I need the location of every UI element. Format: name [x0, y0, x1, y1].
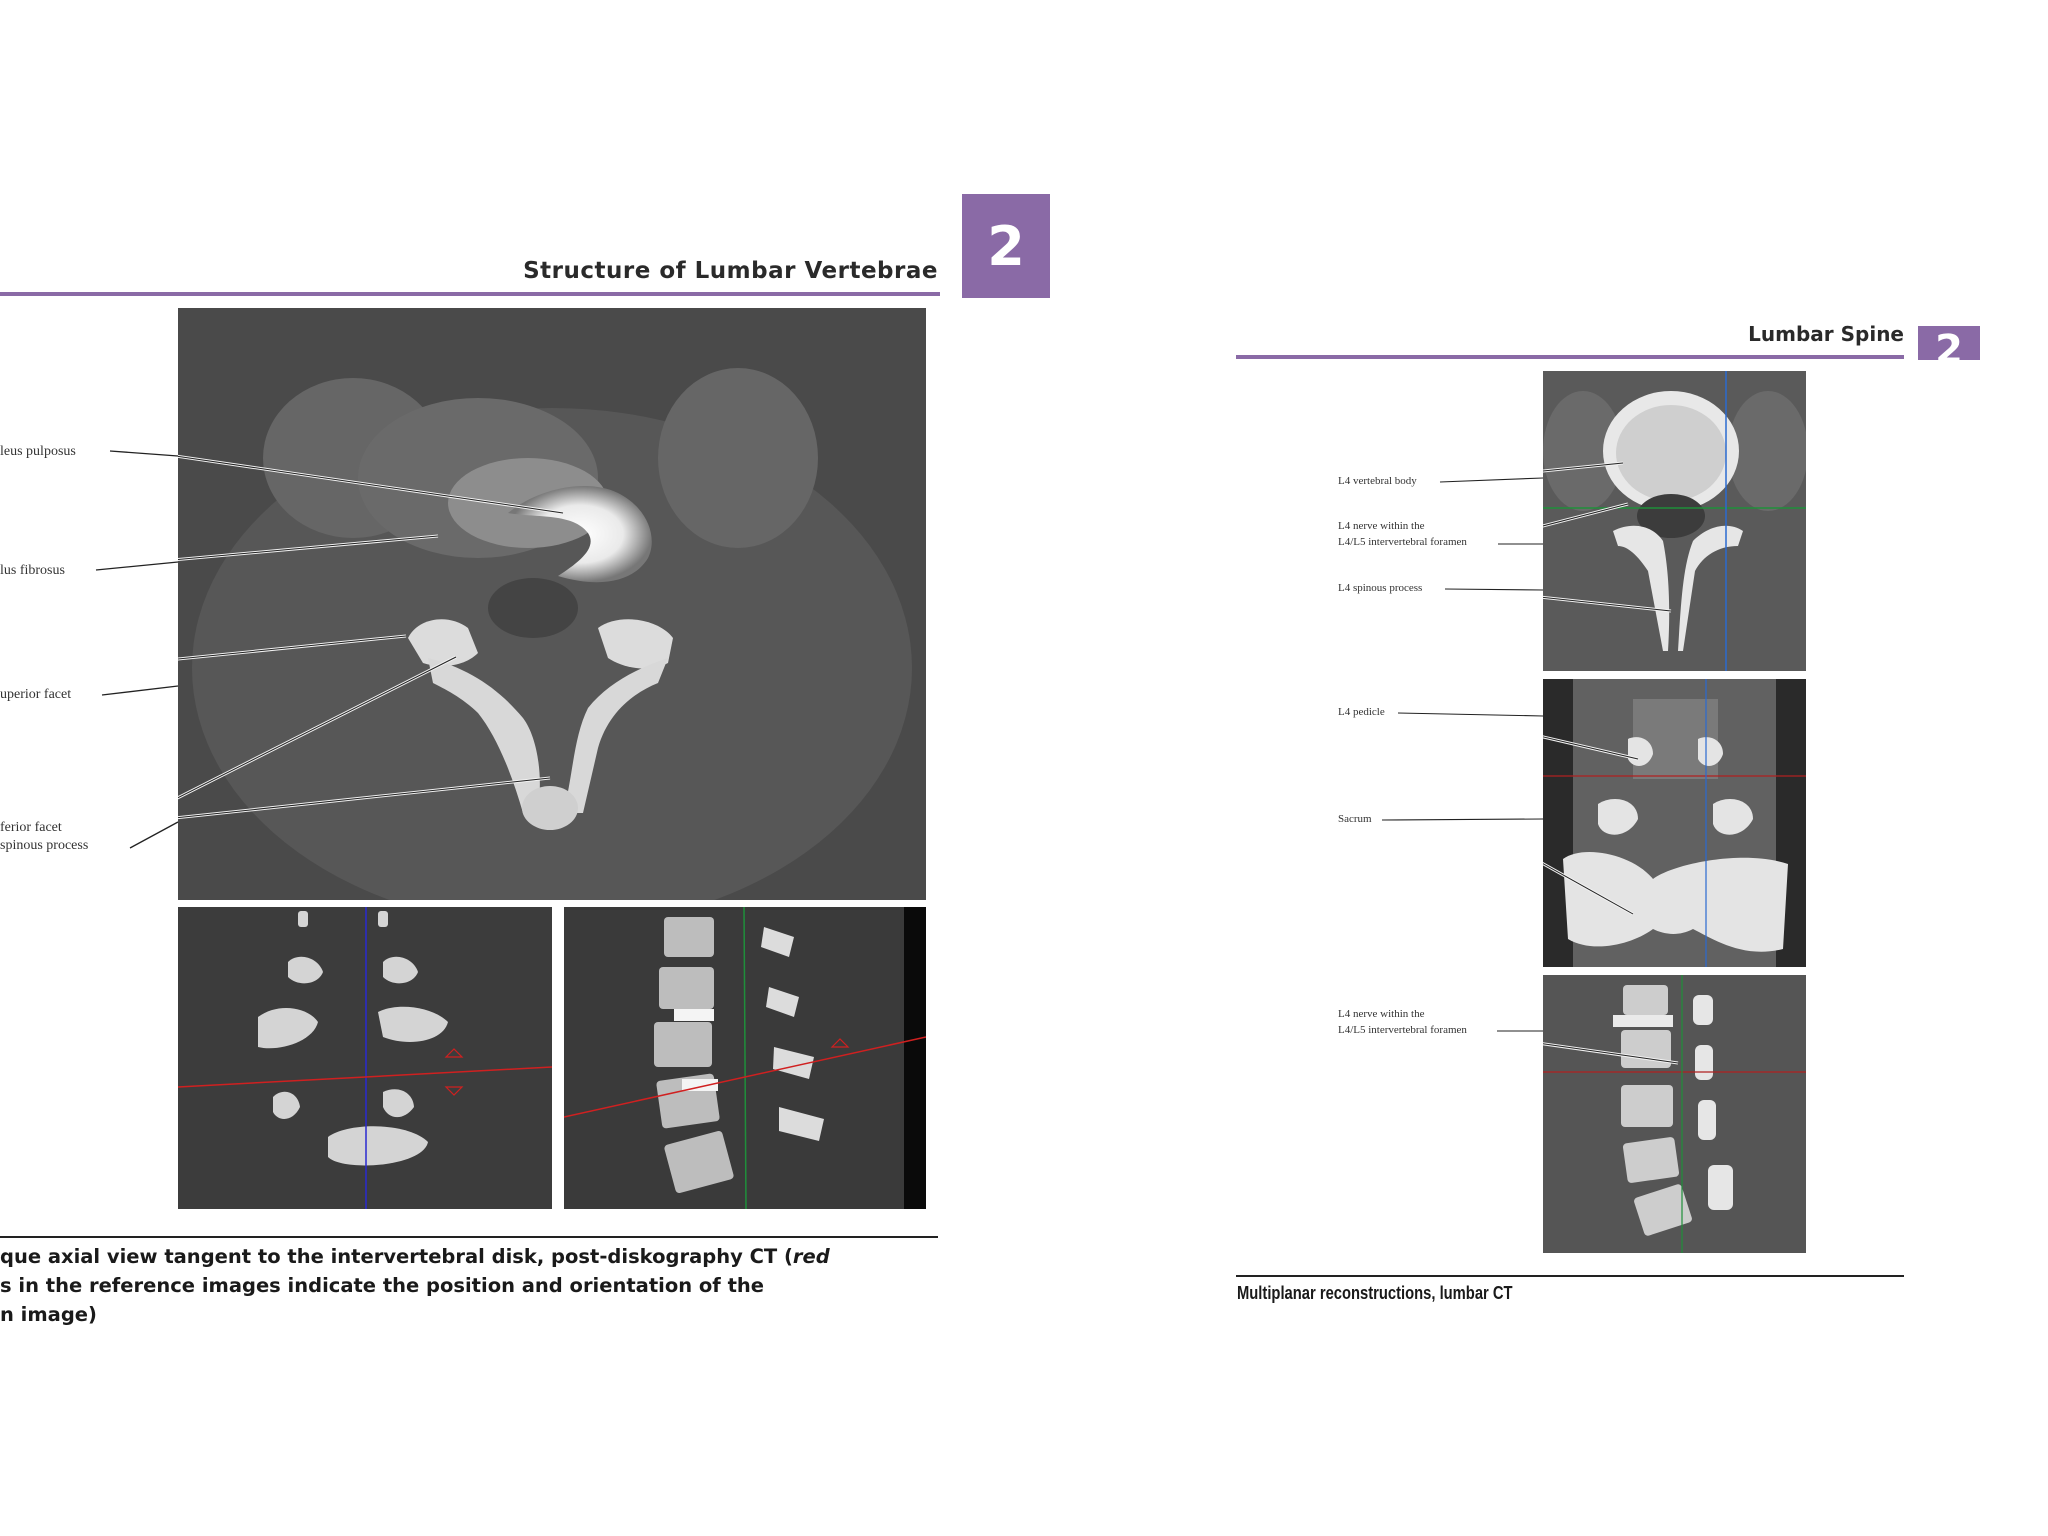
caption-line-2: s in the reference images indicate the p… — [0, 1274, 765, 1297]
axial-ct-image — [178, 308, 926, 900]
caption-line-1: que axial view tangent to the interverte… — [0, 1245, 793, 1268]
left-caption-rule — [0, 1236, 938, 1238]
mpr-coronal-image — [1543, 679, 1806, 967]
mpr-axial-drawing — [1543, 371, 1806, 671]
label-l4-pedicle: L4 pedicle — [1338, 706, 1385, 718]
label-l4-nerve-axial-1: L4 nerve within the — [1338, 520, 1425, 532]
right-chapter-tab: 2 — [1918, 326, 1980, 360]
left-header-rule — [0, 292, 940, 296]
reference-sagittal-image — [564, 907, 926, 1209]
reference-sagittal-drawing — [564, 907, 926, 1209]
mpr-coronal-drawing — [1543, 679, 1806, 967]
caption-line-3: n image) — [0, 1303, 97, 1326]
label-sacrum: Sacrum — [1338, 813, 1372, 825]
axial-ct-drawing — [178, 308, 926, 900]
right-figure-caption: Multiplanar reconstructions, lumbar CT — [1237, 1283, 1513, 1303]
left-chapter-tab: 2 — [962, 194, 1050, 298]
label-l4-spinous-process: L4 spinous process — [1338, 582, 1423, 594]
caption-red-word: red — [792, 1245, 830, 1268]
label-spinous-process: spinous process — [0, 838, 89, 853]
mpr-sagittal-image — [1543, 975, 1806, 1253]
left-figure-caption: que axial view tangent to the interverte… — [0, 1242, 920, 1329]
label-annulus-fibrosus: lus fibrosus — [0, 563, 65, 578]
label-l4-nerve-sag-1: L4 nerve within the — [1338, 1008, 1425, 1020]
mpr-axial-image — [1543, 371, 1806, 671]
right-page-title: Lumbar Spine — [1748, 322, 1904, 346]
label-l4-vertebral-body: L4 vertebral body — [1338, 475, 1417, 487]
right-header-rule — [1236, 355, 1904, 359]
reference-coronal-drawing — [178, 907, 552, 1209]
label-nucleus-pulposus: leus pulposus — [0, 444, 76, 459]
label-l4-nerve-axial-2: L4/L5 intervertebral foramen — [1338, 536, 1467, 548]
left-page-title: Structure of Lumbar Vertebrae — [523, 258, 938, 284]
reference-coronal-image — [178, 907, 552, 1209]
mpr-sagittal-drawing — [1543, 975, 1806, 1253]
label-superior-facet: uperior facet — [0, 687, 72, 702]
label-l4-nerve-sag-2: L4/L5 intervertebral foramen — [1338, 1024, 1467, 1036]
label-inferior-facet: ferior facet — [0, 820, 62, 835]
right-caption-rule — [1236, 1275, 1904, 1277]
